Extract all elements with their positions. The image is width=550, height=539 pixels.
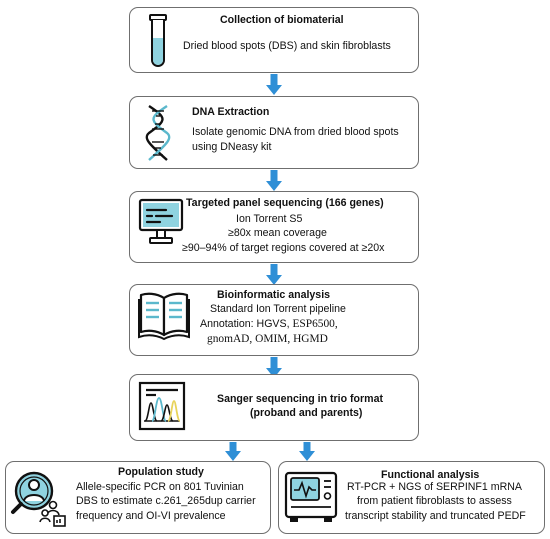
population-search-icon — [11, 471, 66, 527]
sequencing-title: Targeted panel sequencing (166 genes) — [186, 197, 384, 209]
flow-arrow-5-left — [225, 442, 241, 461]
sequencing-text-1: Ion Torrent S5 — [236, 213, 303, 225]
bioinformatics-text-2b: ESP6500, — [292, 318, 338, 330]
flow-arrow-2 — [266, 170, 282, 191]
extraction-title: DNA Extraction — [192, 106, 270, 118]
sanger-title-2: (proband and parents) — [250, 407, 363, 419]
collection-title: Collection of biomaterial — [220, 14, 344, 26]
test-tube-icon — [149, 14, 167, 67]
open-book-icon — [138, 292, 190, 341]
flow-arrow-4 — [266, 357, 282, 378]
chromatogram-icon — [138, 381, 186, 431]
bioinformatics-text-1: Standard Ion Torrent pipeline — [210, 303, 346, 315]
population-text-1: Allele-specific PCR on 801 Tuvinian — [76, 481, 244, 493]
bioinformatics-text-2: Annotation: HGVS, ESP6500, — [200, 318, 338, 331]
flow-arrow-1 — [266, 74, 282, 95]
bioinformatics-text-3: gnomAD, OMIM, HGMD — [207, 333, 328, 345]
functional-text-3: transcript stability and truncated PEDF — [345, 510, 526, 522]
population-text-3: frequency and OI-VI prevalence — [76, 510, 226, 522]
extraction-text-2: using DNeasy kit — [192, 141, 272, 153]
flow-arrow-3 — [266, 264, 282, 285]
bioinformatics-title: Bioinformatic analysis — [217, 289, 331, 301]
functional-text-2: from patient fibroblasts to assess — [357, 495, 512, 507]
sanger-title-1: Sanger sequencing in trio format — [217, 393, 383, 405]
population-title: Population study — [118, 466, 204, 478]
sequencing-text-3: ≥90–94% of target regions covered at ≥20… — [182, 242, 385, 254]
step-collection-box — [129, 7, 419, 73]
flow-arrow-5-right — [299, 442, 315, 461]
functional-title: Functional analysis — [381, 469, 480, 481]
collection-text: Dried blood spots (DBS) and skin fibrobl… — [183, 40, 391, 52]
computer-monitor-icon — [138, 198, 184, 244]
extraction-text-1: Isolate genomic DNA from dried blood spo… — [192, 126, 399, 138]
functional-text-1: RT-PCR + NGS of SERPINF1 mRNA — [347, 481, 522, 493]
bioinformatics-text-2a: Annotation: HGVS, — [200, 318, 293, 330]
lab-instrument-icon — [284, 471, 338, 522]
step-extraction-box — [129, 96, 419, 169]
sequencing-text-2: ≥80x mean coverage — [228, 227, 327, 239]
dna-helix-icon — [145, 105, 171, 161]
population-text-2: DBS to estimate c.261_265dup carrier — [76, 495, 256, 507]
